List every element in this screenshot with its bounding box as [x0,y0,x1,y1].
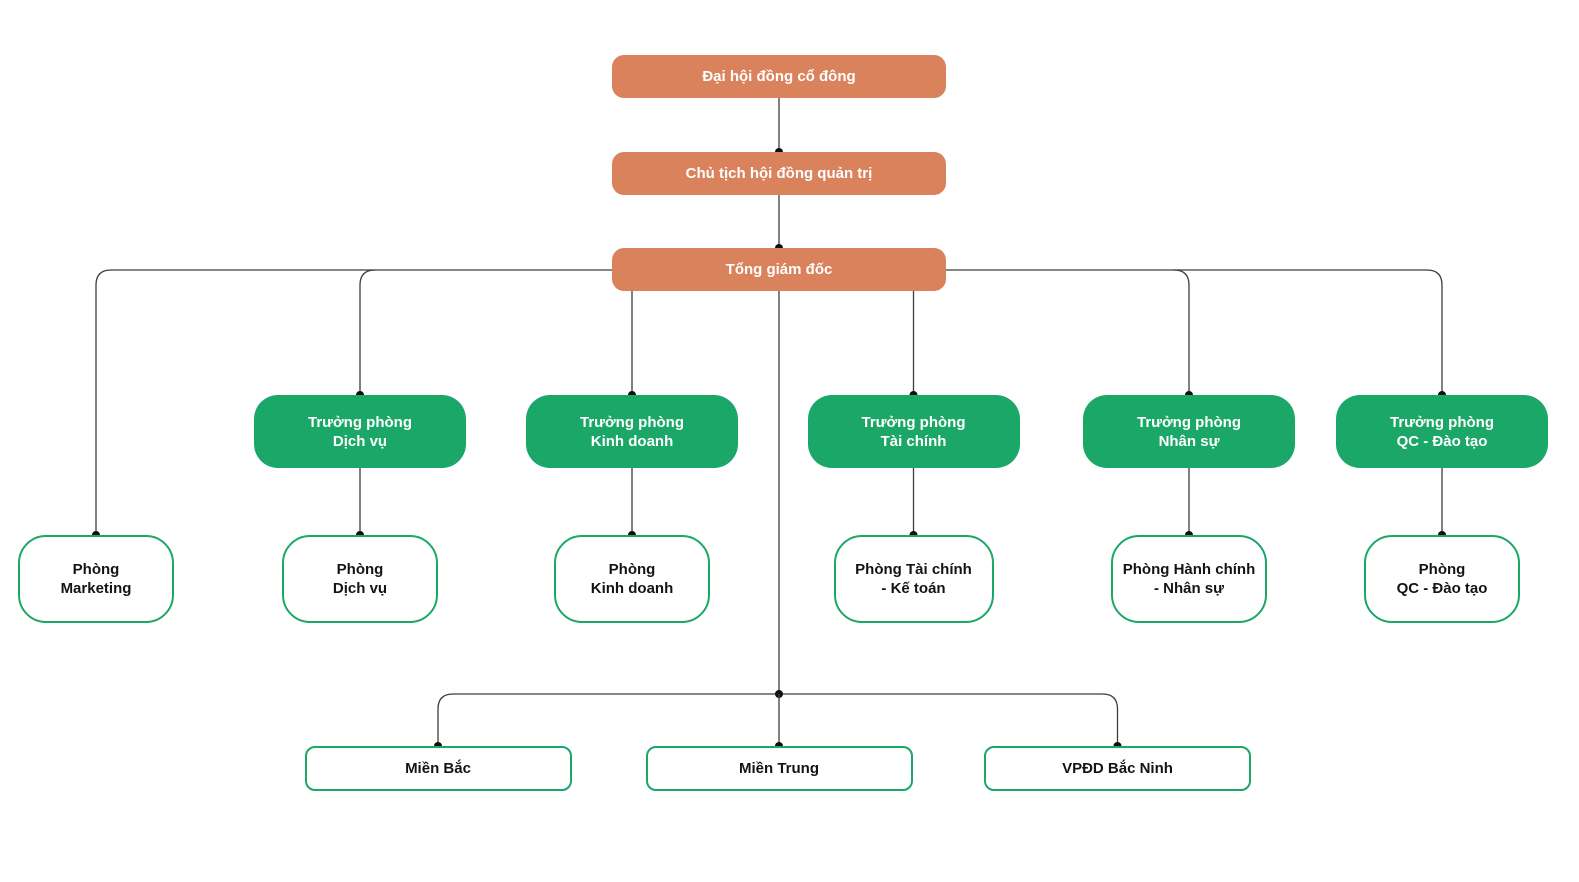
node-label-line1: Phòng [336,561,384,578]
node-label: Tổng giám đốc [725,261,833,278]
node-head-service: Trưởng phòng Dịch vụ [254,395,466,468]
node-head-qc: Trưởng phòng QC - Đào tạo [1336,395,1548,468]
node-label-line2: Tài chính [880,432,947,450]
node-dept-qc: Phòng QC - Đào tạo [1364,535,1520,623]
node-label-line2: QC - Đào tạo [1396,580,1488,597]
node-label-line2: Nhân sự [1158,432,1220,450]
node-branch-bacninh: VPĐD Bắc Ninh [984,746,1251,791]
node-label: Miền Trung [739,760,819,777]
node-label-line2: Marketing [60,580,132,597]
node-label-line2: Kinh doanh [590,580,674,597]
node-label-line1: Phòng [1418,561,1466,578]
node-dept-admin-hr: Phòng Hành chính - Nhân sự [1111,535,1267,623]
node-dept-sales: Phòng Kinh doanh [554,535,710,623]
node-dept-marketing: Phòng Marketing [18,535,174,623]
edge-ceo-head-service [359,269,376,395]
edge-branch-bus [437,693,1119,746]
node-label-line1: Trưởng phòng [579,413,684,431]
node-head-finance: Trưởng phòng Tài chính [807,395,1020,468]
node-label-line1: Trưởng phòng [1136,413,1241,431]
node-dept-service: Phòng Dịch vụ [282,535,438,623]
node-label: Miền Bắc [405,760,471,777]
edge-ceo-dept-marketing [95,269,612,535]
edge-ceo-head-qc [946,269,1443,395]
node-label-line2: - Nhân sự [1153,580,1225,597]
node-branch-north: Miền Bắc [304,746,572,791]
node-label-line1: Trưởng phòng [307,413,412,431]
node-label-line1: Trưởng phòng [861,413,966,431]
node-dept-finance: Phòng Tài chính - Kế toán [833,535,994,623]
node-label-line1: Phòng [72,561,120,578]
node-label-line2: Dịch vụ [332,580,388,597]
node-label: Đại hội đồng cổ đông [702,68,856,85]
node-label-line2: - Kế toán [881,580,946,597]
node-ceo: Tổng giám đốc [612,248,946,291]
edge-ceo-head-hr [1173,269,1190,395]
node-label-line1: Phòng Hành chính [1122,561,1256,578]
node-label-line2: QC - Đào tạo [1396,432,1488,450]
node-shareholders: Đại hội đồng cổ đông [612,55,946,98]
node-label-line2: Kinh doanh [590,432,674,450]
node-label-line1: Phòng Tài chính [855,561,972,578]
node-label: Chủ tịch hội đồng quản trị [685,165,873,182]
node-label-line1: Phòng [608,561,656,578]
node-label-line1: Trưởng phòng [1389,413,1494,431]
node-head-sales: Trưởng phòng Kinh doanh [526,395,738,468]
node-head-hr: Trưởng phòng Nhân sự [1083,395,1295,468]
node-label-line2: Dịch vụ [332,432,388,450]
node-chairman: Chủ tịch hội đồng quản trị [612,152,946,195]
node-branch-central: Miền Trung [645,746,913,791]
node-label: VPĐD Bắc Ninh [1062,760,1173,777]
